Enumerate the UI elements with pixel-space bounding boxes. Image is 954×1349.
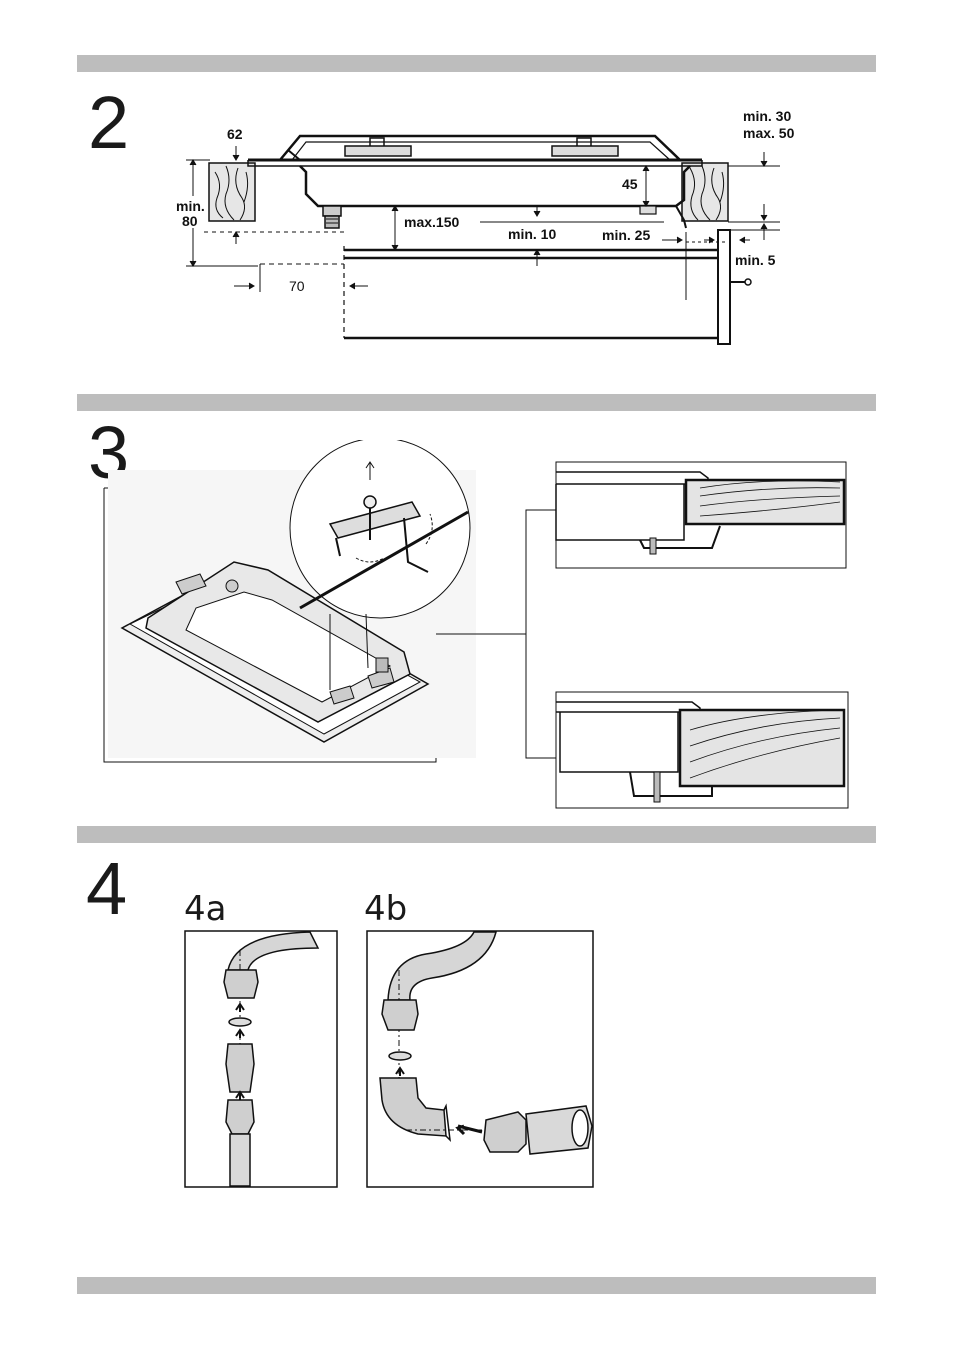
gas-connection-4a-diagram (184, 930, 338, 1188)
dim-min10-label: min. 10 (508, 226, 556, 242)
cabinet-lines (200, 229, 752, 345)
hob-body (247, 134, 703, 229)
step-number-4: 4 (86, 847, 128, 930)
worktop-right (681, 162, 729, 222)
dim-max50-label: max. 50 (743, 125, 795, 141)
dimension-lines (186, 146, 780, 290)
gas-connection-4b-diagram (366, 930, 594, 1188)
step-label-4a: 4a (184, 889, 227, 929)
section-bar-3 (77, 394, 876, 411)
dim-70-label: 70 (289, 278, 305, 294)
clamp-detail-top (555, 461, 847, 569)
step-number-2: 2 (88, 81, 130, 164)
dim-min80-label-line1: min. (176, 198, 205, 214)
clamp-detail-bottom (555, 691, 849, 809)
section-bar-top (77, 55, 876, 72)
hob-underside (120, 561, 430, 743)
step-label-4b: 4b (364, 889, 408, 929)
section-bar-bottom (77, 1277, 876, 1294)
clamp-bracket-diagram (103, 440, 849, 809)
dim-62-label: 62 (227, 126, 243, 142)
worktop-left (208, 162, 256, 222)
dim-min5-label: min. 5 (735, 252, 776, 268)
dim-45-label: 45 (622, 176, 638, 192)
dim-min30-label: min. 30 (743, 108, 791, 124)
dim-max150-label: max.150 (404, 214, 459, 230)
dim-min25-label: min. 25 (602, 227, 650, 243)
dim-min80-label-line2: 80 (182, 213, 198, 229)
zoom-detail-circle (289, 440, 471, 690)
section-bar-4 (77, 826, 876, 843)
installation-cross-section-diagram: 62 min. 80 70 max.150 min. 10 min. 25 45… (176, 108, 795, 345)
